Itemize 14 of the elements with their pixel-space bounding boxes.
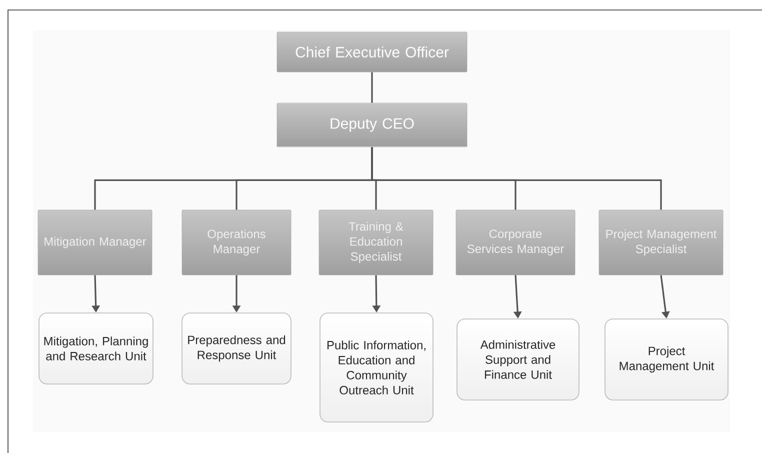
unit-box: Administrative Support and Finance Unit xyxy=(456,318,580,400)
title-box: Deputy CEO xyxy=(276,102,468,148)
unit-box: Project Management Unit xyxy=(604,318,728,400)
manager-box: Training & Education Specialist xyxy=(318,210,434,276)
unit-box: Mitigation, Planning and Research Unit xyxy=(38,312,154,384)
manager-box: Operations Manager xyxy=(182,210,292,276)
manager-box: Mitigation Manager xyxy=(38,210,152,276)
manager-box: Corporate Services Manager xyxy=(456,210,576,276)
manager-box: Project Management Specialist xyxy=(598,210,724,276)
title-box: Chief Executive Officer xyxy=(276,32,468,72)
unit-box: Preparedness and Response Unit xyxy=(182,312,292,384)
connector xyxy=(371,72,373,103)
unit-box: Public Information, Education and Community Outreach Unit xyxy=(320,312,434,422)
connector xyxy=(371,147,662,210)
